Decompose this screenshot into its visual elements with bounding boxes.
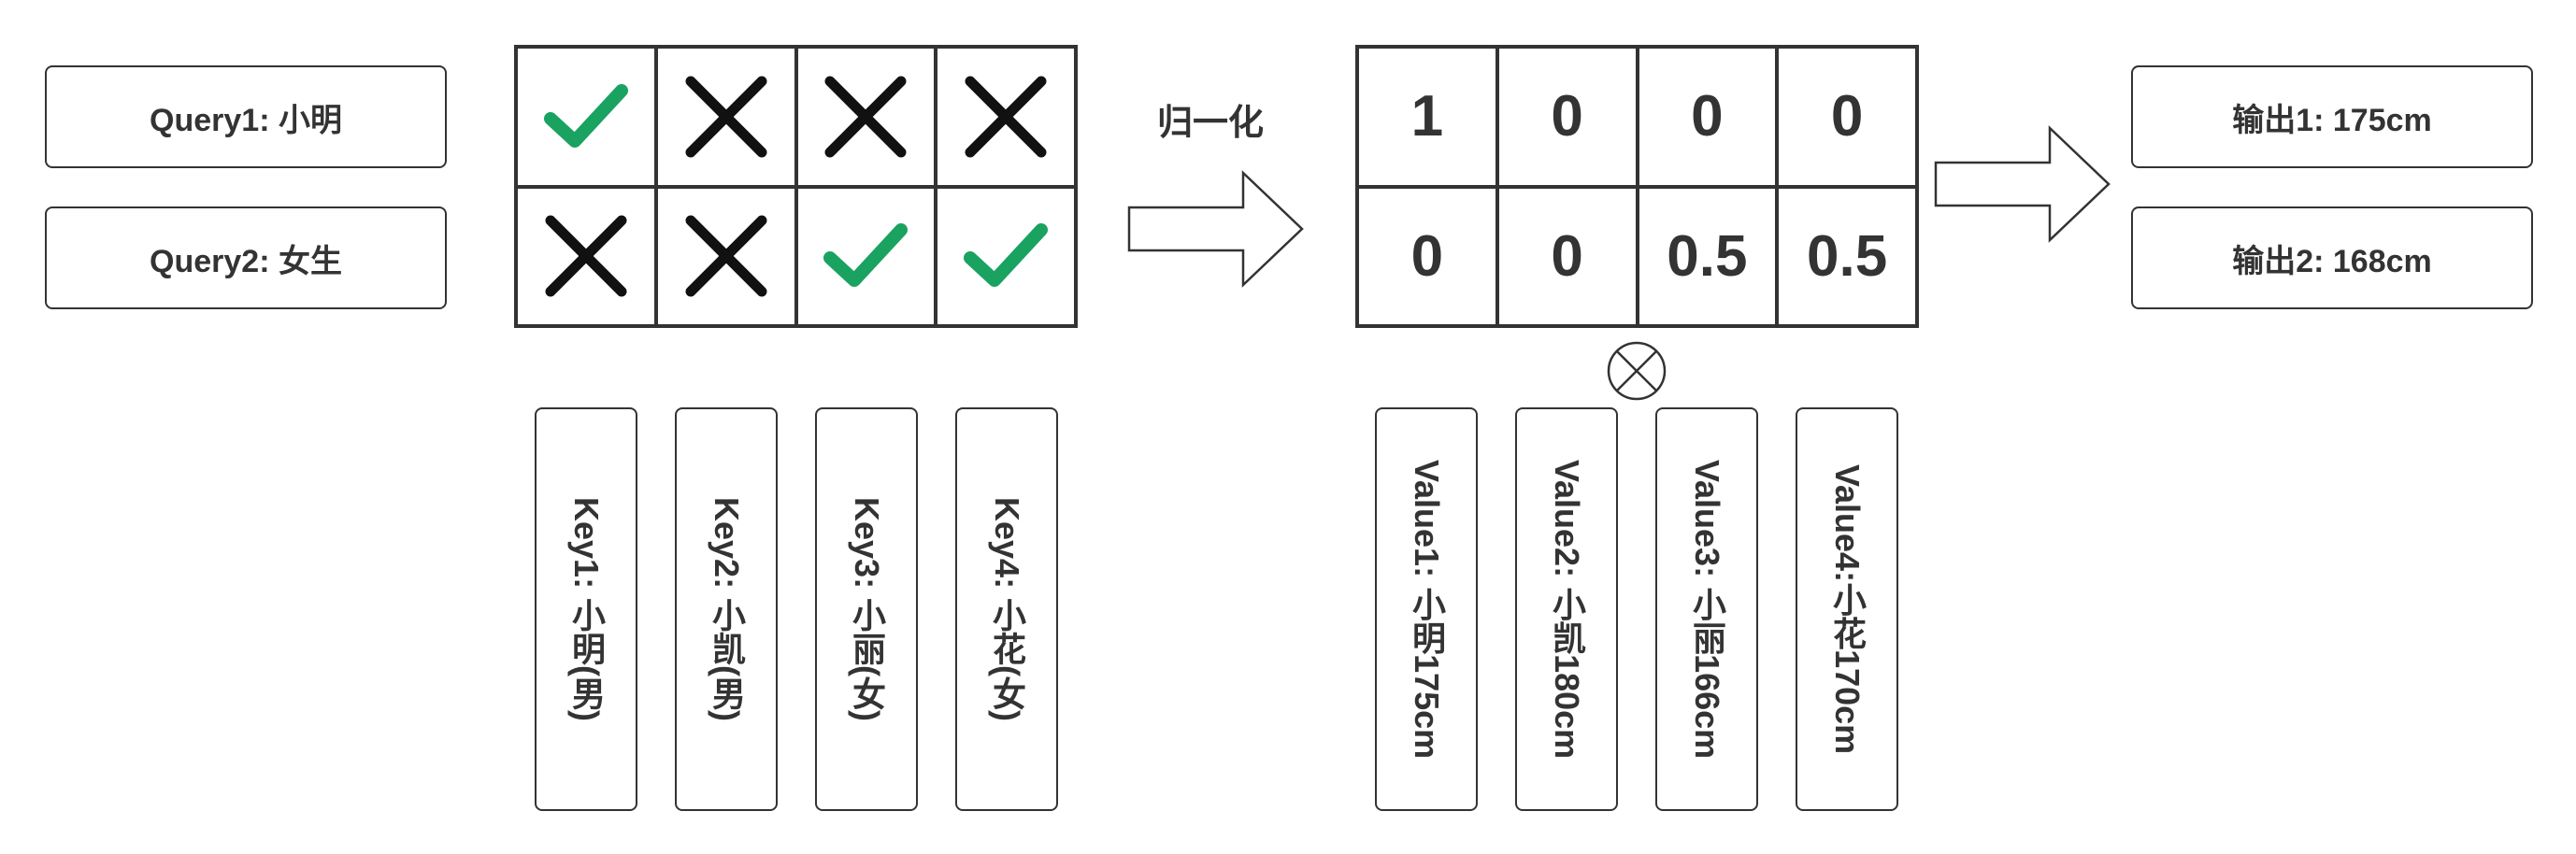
match-cell	[655, 47, 796, 187]
key-label-3: Key3: 小丽(女)	[848, 496, 886, 722]
weight-cell: 0	[1496, 47, 1638, 187]
match-cell	[516, 186, 656, 326]
normalize-label: 归一化	[1157, 104, 1265, 143]
weight-cell: 0	[1496, 186, 1638, 326]
weight-cell: 0.5	[1637, 186, 1778, 326]
output-label-2: 输出2: 168cm	[2232, 243, 2432, 279]
cross-icon	[959, 70, 1052, 164]
key-label-2: Key2: 小凯(男)	[708, 496, 746, 722]
weight-cell: 0	[1637, 47, 1778, 187]
weight-cell: 1	[1357, 47, 1497, 187]
query-label-1: Query1: 小明	[150, 102, 342, 138]
circle-times-icon	[1607, 341, 1667, 401]
value-label-2: Value2: 小凯180cm	[1548, 459, 1586, 760]
right-arrow-icon	[1934, 125, 2111, 243]
value-box-2: Value2: 小凯180cm	[1515, 407, 1618, 811]
match-cell	[516, 47, 656, 187]
weight-cell: 0	[1777, 47, 1917, 187]
output-box-2: 输出2: 168cm	[2131, 206, 2533, 309]
value-label-3: Value3: 小丽166cm	[1688, 459, 1726, 760]
query-box-1: Query1: 小明	[45, 65, 447, 168]
check-icon	[961, 219, 1051, 293]
key-label-4: Key4: 小花(女)	[988, 496, 1026, 722]
check-icon	[821, 219, 910, 293]
query-label-2: Query2: 女生	[150, 243, 342, 279]
weight-cell: 0.5	[1777, 186, 1917, 326]
cross-icon	[539, 209, 633, 303]
key-box-4: Key4: 小花(女)	[955, 407, 1058, 811]
value-box-4: Value4:小花170cm	[1796, 407, 1898, 811]
key-box-2: Key2: 小凯(男)	[675, 407, 778, 811]
match-cell	[795, 186, 937, 326]
value-box-1: Value1: 小明175cm	[1375, 407, 1478, 811]
key-box-1: Key1: 小明(男)	[535, 407, 637, 811]
key-box-3: Key3: 小丽(女)	[815, 407, 918, 811]
match-cell	[936, 47, 1076, 187]
cross-icon	[680, 70, 773, 164]
match-cell	[655, 186, 796, 326]
cross-icon	[819, 70, 912, 164]
value-box-3: Value3: 小丽166cm	[1655, 407, 1758, 811]
weight-cell: 0	[1357, 186, 1497, 326]
match-cell	[795, 47, 937, 187]
cross-icon	[680, 209, 773, 303]
check-icon	[541, 79, 631, 154]
key-label-1: Key1: 小明(男)	[567, 496, 606, 722]
output-box-1: 输出1: 175cm	[2131, 65, 2533, 168]
value-label-4: Value4:小花170cm	[1828, 463, 1867, 755]
value-label-1: Value1: 小明175cm	[1408, 459, 1446, 760]
right-arrow-icon	[1127, 170, 1304, 288]
match-matrix	[514, 45, 1078, 328]
output-label-1: 输出1: 175cm	[2232, 102, 2432, 138]
match-cell	[936, 186, 1076, 326]
query-box-2: Query2: 女生	[45, 206, 447, 309]
